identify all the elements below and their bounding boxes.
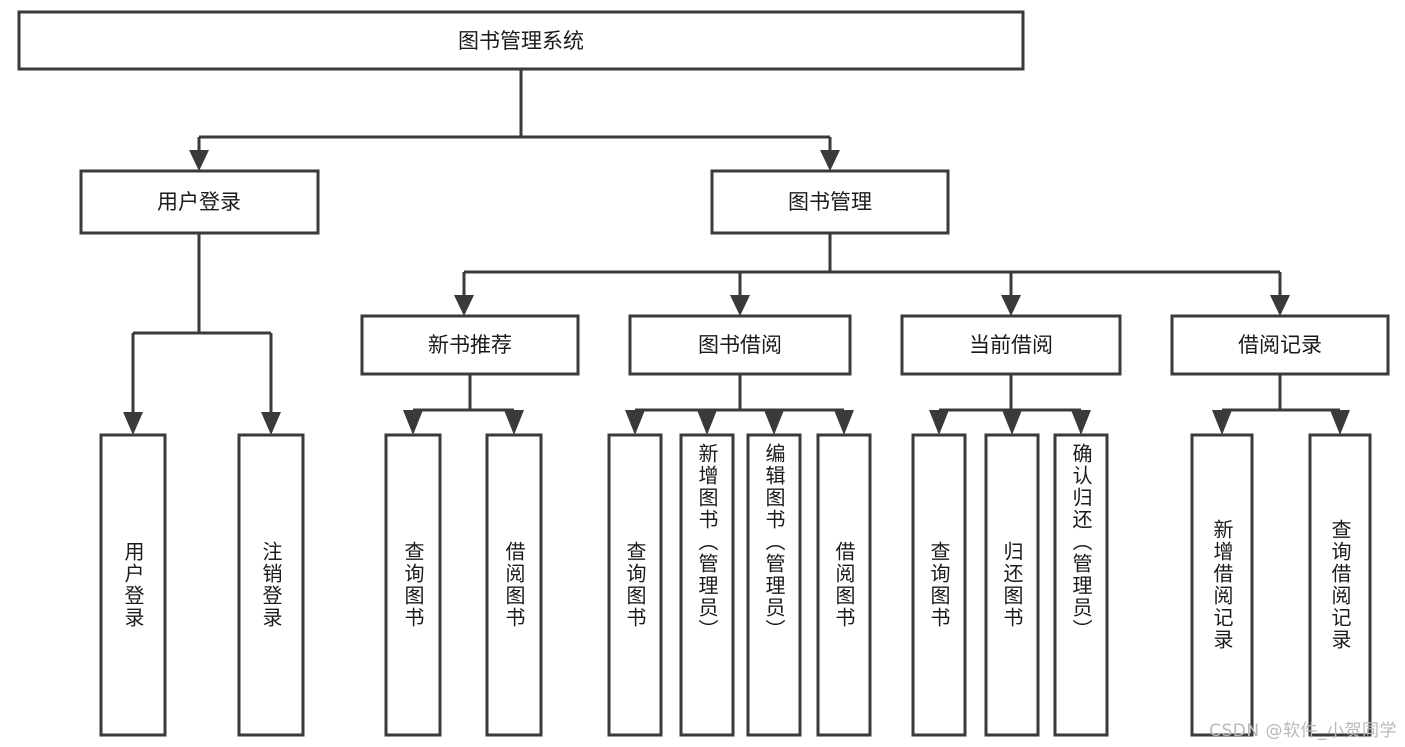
arrow-head-new-books xyxy=(454,295,474,316)
watermark-text: CSDN @软件_小贺同学 xyxy=(1209,721,1397,741)
node-book-borrow-box[interactable] xyxy=(628,314,852,376)
arrow-head-leaf-5 xyxy=(625,410,645,435)
arrow-head-user-login xyxy=(189,150,209,171)
leaf-box-borrow-book-2[interactable] xyxy=(816,433,872,737)
arrow-head-leaf-3 xyxy=(403,410,423,435)
node-user-login-label: 用户登录 xyxy=(157,190,241,214)
node-book-borrow[interactable]: 图书借阅 xyxy=(628,314,852,376)
connectors-borrow-records-to-leaves xyxy=(1212,374,1350,435)
leaf-box-user-login[interactable] xyxy=(99,433,167,737)
node-book-manage-box[interactable] xyxy=(710,169,950,235)
leaf-box-query-book-2[interactable] xyxy=(607,433,663,737)
leaf-box-query-borrow-record[interactable] xyxy=(1308,433,1372,737)
leaf-box-return-book[interactable] xyxy=(984,433,1040,737)
connectors-root-to-level2 xyxy=(189,69,840,171)
node-new-books-box[interactable] xyxy=(360,314,580,376)
node-current-borrow-box[interactable] xyxy=(900,314,1122,376)
leaf-box-edit-book[interactable] xyxy=(746,433,802,737)
arrow-head-leaf-4 xyxy=(504,410,524,435)
connectors-user-login-to-leaves xyxy=(123,233,281,435)
arrow-head-leaf-9 xyxy=(929,410,949,435)
arrow-head-leaf-11 xyxy=(1071,410,1091,435)
node-borrow-records-box[interactable] xyxy=(1170,314,1390,376)
leaf-box-confirm-return[interactable] xyxy=(1053,433,1109,737)
node-user-login-box[interactable] xyxy=(79,169,320,235)
node-new-books[interactable]: 新书推荐 xyxy=(360,314,580,376)
node-current-borrow-label: 当前借阅 xyxy=(969,333,1053,357)
arrow-head-leaf-7 xyxy=(764,410,784,435)
node-borrow-records[interactable]: 借阅记录 xyxy=(1170,314,1390,376)
leaf-box-add-borrow-record[interactable] xyxy=(1190,433,1254,737)
arrow-head-leaf-8 xyxy=(834,410,854,435)
arrow-head-leaf-10 xyxy=(1002,410,1022,435)
connectors-book-manage-to-level3 xyxy=(454,233,1290,316)
connectors-borrow-to-leaves xyxy=(625,374,854,435)
arrow-head-borrow xyxy=(730,295,750,316)
arrow-head-leaf-13 xyxy=(1330,410,1350,435)
leaf-box-borrow-book-1[interactable] xyxy=(485,433,543,737)
leaf-box-logout[interactable] xyxy=(237,433,305,737)
node-root-label: 图书管理系统 xyxy=(458,29,584,53)
node-borrow-records-label: 借阅记录 xyxy=(1238,333,1322,357)
node-new-books-label: 新书推荐 xyxy=(428,333,512,357)
arrow-head-current-borrow xyxy=(1001,295,1021,316)
node-book-borrow-label: 图书借阅 xyxy=(698,333,782,357)
leaf-boxes xyxy=(99,433,1372,737)
connectors-new-books-to-leaves xyxy=(403,374,524,435)
arrow-head-leaf-1 xyxy=(123,412,143,435)
arrow-head-borrow-records xyxy=(1270,295,1290,316)
node-root-box[interactable] xyxy=(17,10,1025,71)
arrow-head-leaf-6 xyxy=(697,410,717,435)
leaf-box-query-book-3[interactable] xyxy=(911,433,967,737)
node-current-borrow[interactable]: 当前借阅 xyxy=(900,314,1122,376)
node-root[interactable]: 图书管理系统 xyxy=(17,10,1025,71)
connectors-current-borrow-to-leaves xyxy=(929,374,1091,435)
arrow-head-leaf-2 xyxy=(261,412,281,435)
leaf-box-add-book[interactable] xyxy=(679,433,735,737)
node-user-login[interactable]: 用户登录 xyxy=(79,169,320,235)
arrow-head-book-manage xyxy=(820,150,840,171)
leaf-box-query-book-1[interactable] xyxy=(384,433,442,737)
node-book-manage-label: 图书管理 xyxy=(788,190,872,214)
node-book-manage[interactable]: 图书管理 xyxy=(710,169,950,235)
arrow-head-leaf-12 xyxy=(1212,410,1232,435)
